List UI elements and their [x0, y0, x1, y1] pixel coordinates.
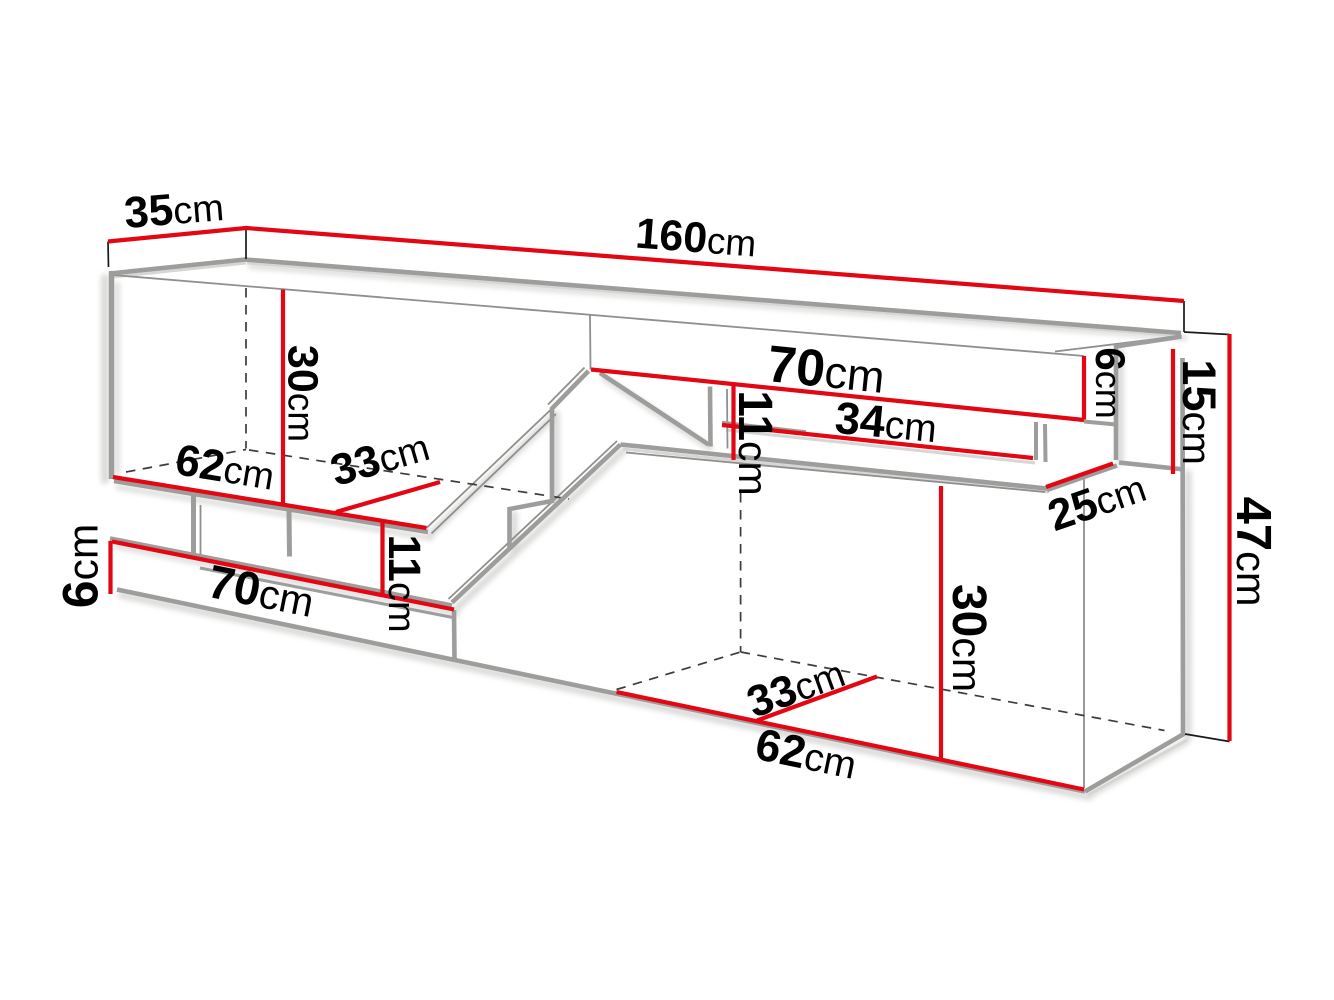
- svg-text:34cm: 34cm: [833, 392, 939, 452]
- svg-text:15cm: 15cm: [1173, 359, 1226, 465]
- svg-text:47cm: 47cm: [1226, 497, 1280, 607]
- svg-text:6cm: 6cm: [53, 524, 109, 608]
- svg-text:62cm: 62cm: [751, 718, 861, 789]
- svg-text:11cm: 11cm: [379, 534, 430, 632]
- svg-text:70cm: 70cm: [204, 554, 319, 627]
- svg-text:160cm: 160cm: [634, 209, 758, 266]
- svg-text:30cm: 30cm: [279, 345, 327, 442]
- svg-text:62cm: 62cm: [172, 435, 278, 499]
- svg-text:11cm: 11cm: [728, 390, 781, 495]
- svg-text:30cm: 30cm: [942, 584, 995, 692]
- svg-text:70cm: 70cm: [765, 335, 888, 405]
- svg-text:35cm: 35cm: [122, 181, 225, 238]
- svg-text:6cm: 6cm: [1087, 347, 1134, 418]
